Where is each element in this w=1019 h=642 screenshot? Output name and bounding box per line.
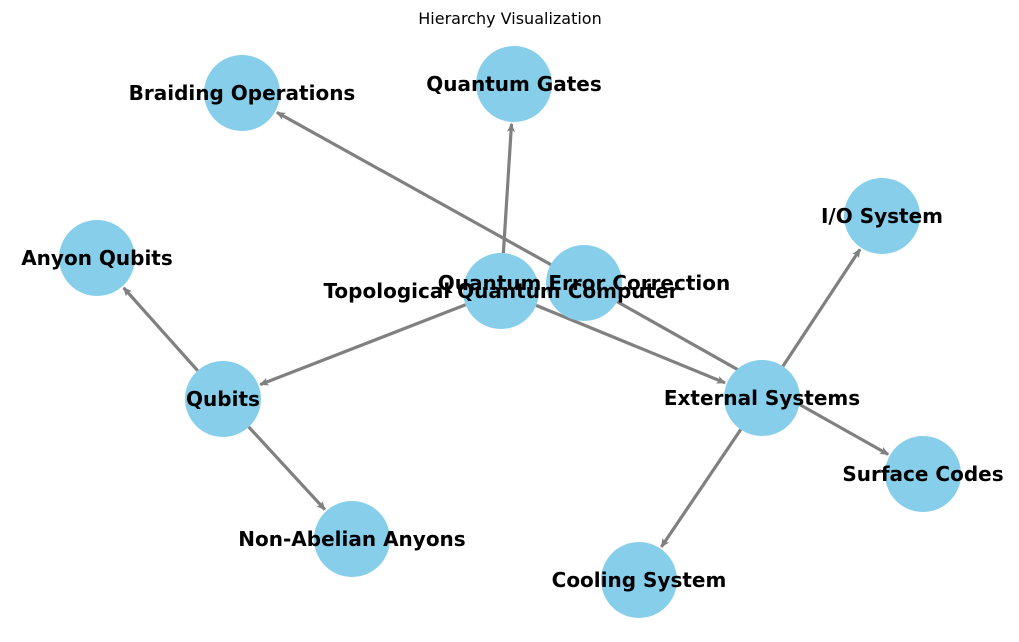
node-gates[interactable] bbox=[476, 46, 552, 122]
node-label-anyon_qubits: Anyon Qubits bbox=[21, 246, 173, 270]
edge-topological-to-gates bbox=[501, 122, 515, 254]
node-qec[interactable] bbox=[546, 245, 622, 321]
node-label-surface: Surface Codes bbox=[842, 462, 1003, 486]
node-label-cooling: Cooling System bbox=[552, 568, 727, 592]
node-anyon_qubits[interactable] bbox=[59, 220, 135, 296]
node-label-qubits: Qubits bbox=[186, 387, 260, 411]
edge-external-to-cooling bbox=[660, 428, 743, 548]
node-label-non_abelian: Non-Abelian Anyons bbox=[238, 527, 465, 551]
edge-external-to-io bbox=[781, 248, 862, 368]
node-label-gates: Quantum Gates bbox=[426, 72, 602, 96]
node-surface[interactable] bbox=[885, 436, 961, 512]
node-label-topological: Topological Quantum Computer bbox=[323, 279, 678, 303]
node-qubits[interactable] bbox=[185, 361, 261, 437]
edge-qubits-to-non_abelian bbox=[247, 425, 327, 511]
diagram-title: Hierarchy Visualization bbox=[418, 9, 601, 28]
node-label-qec: Quantum Error Correction bbox=[438, 271, 731, 295]
node-cooling[interactable] bbox=[601, 542, 677, 618]
node-topological[interactable] bbox=[463, 253, 539, 329]
node-label-braiding: Braiding Operations bbox=[129, 81, 356, 105]
node-braiding[interactable] bbox=[204, 55, 280, 131]
edge-qec-to-braiding bbox=[276, 111, 552, 266]
node-non_abelian[interactable] bbox=[314, 501, 390, 577]
node-io[interactable] bbox=[844, 178, 920, 254]
edge-qubits-to-anyon_qubits bbox=[122, 286, 199, 372]
node-label-io: I/O System bbox=[821, 204, 943, 228]
edge-topological-to-qubits bbox=[259, 303, 467, 387]
node-external[interactable] bbox=[724, 360, 800, 436]
edge-topological-to-external bbox=[535, 303, 726, 385]
node-label-external: External Systems bbox=[664, 386, 860, 410]
edges-layer bbox=[122, 111, 890, 548]
